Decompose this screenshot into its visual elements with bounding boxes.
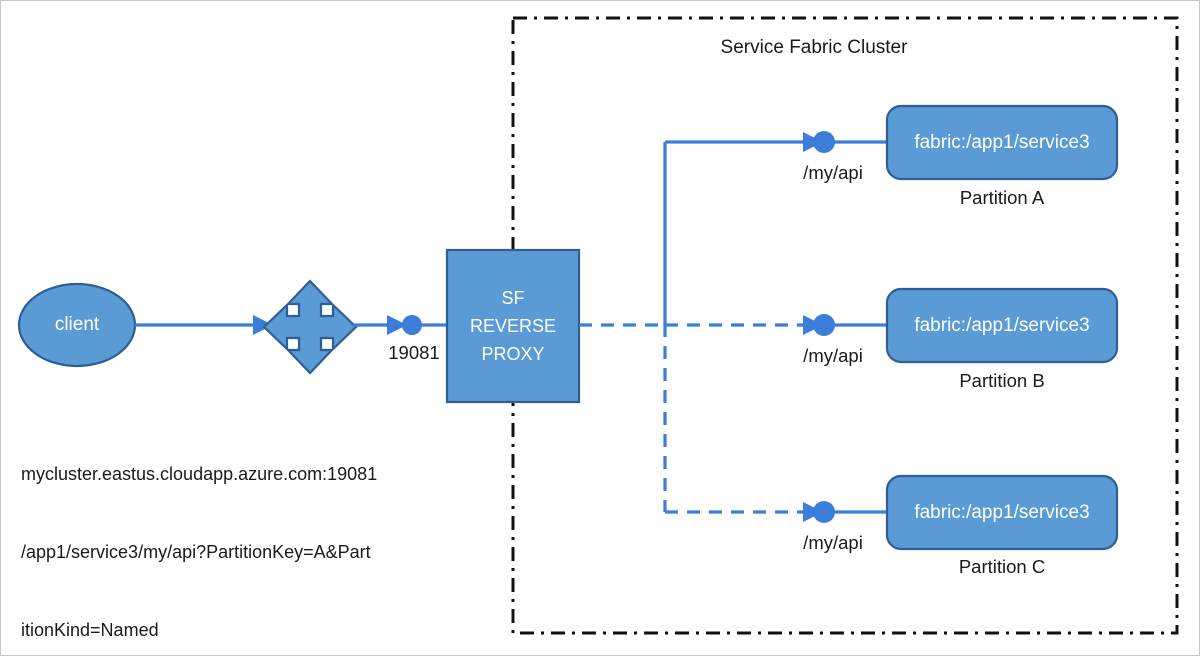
reverse-proxy-line-1: SF — [501, 288, 525, 308]
client-label: client — [54, 314, 100, 335]
service-name-partition-a: fabric:/app1/service3 — [914, 132, 1090, 153]
partition-label-a: Partition A — [959, 187, 1045, 208]
route-c-endpoint-dot — [813, 501, 835, 523]
arrowhead-client-to-lb — [253, 315, 273, 335]
route-c-arrowhead — [803, 502, 823, 522]
request-url-line-2: /app1/service3/my/api?PartitionKey=A&Par… — [21, 542, 371, 562]
reverse-proxy-label: SF REVERSE PROXY — [447, 284, 579, 368]
reverse-proxy-line-2: REVERSE — [469, 316, 557, 336]
cluster-boundary — [511, 16, 1179, 635]
port-endpoint-dot — [402, 315, 422, 335]
partition-label-b: Partition B — [959, 370, 1045, 391]
service-box-partition-a[interactable] — [885, 104, 1119, 181]
route-a-endpoint-dot — [813, 131, 835, 153]
route-path-partition-c: /my/api — [803, 532, 863, 553]
arrowhead-lb-to-proxy — [387, 315, 407, 335]
route-b-endpoint-dot — [813, 314, 835, 336]
reverse-proxy-line-3: PROXY — [481, 344, 545, 364]
four-way-arrow-icon[interactable] — [262, 279, 358, 375]
reverse-proxy-box[interactable] — [445, 248, 581, 404]
cluster-title: Service Fabric Cluster — [720, 37, 908, 58]
request-url-block: mycluster.eastus.cloudapp.azure.com:1908… — [21, 409, 378, 655]
service-box-partition-b[interactable] — [885, 287, 1119, 364]
request-url-line-1: mycluster.eastus.cloudapp.azure.com:1908… — [21, 464, 378, 484]
route-path-partition-a: /my/api — [803, 162, 863, 183]
route-b-arrowhead — [803, 315, 823, 335]
request-url-line-3: itionKind=Named — [21, 620, 159, 640]
service-name-partition-b: fabric:/app1/service3 — [914, 315, 1090, 336]
service-box-partition-c[interactable] — [885, 474, 1119, 551]
route-a-arrowhead — [803, 132, 823, 152]
route-path-partition-b: /my/api — [803, 345, 863, 366]
partition-label-c: Partition C — [958, 556, 1046, 577]
client-ellipse[interactable] — [17, 282, 137, 368]
port-label: 19081 — [388, 342, 440, 363]
service-name-partition-c: fabric:/app1/service3 — [914, 502, 1090, 523]
